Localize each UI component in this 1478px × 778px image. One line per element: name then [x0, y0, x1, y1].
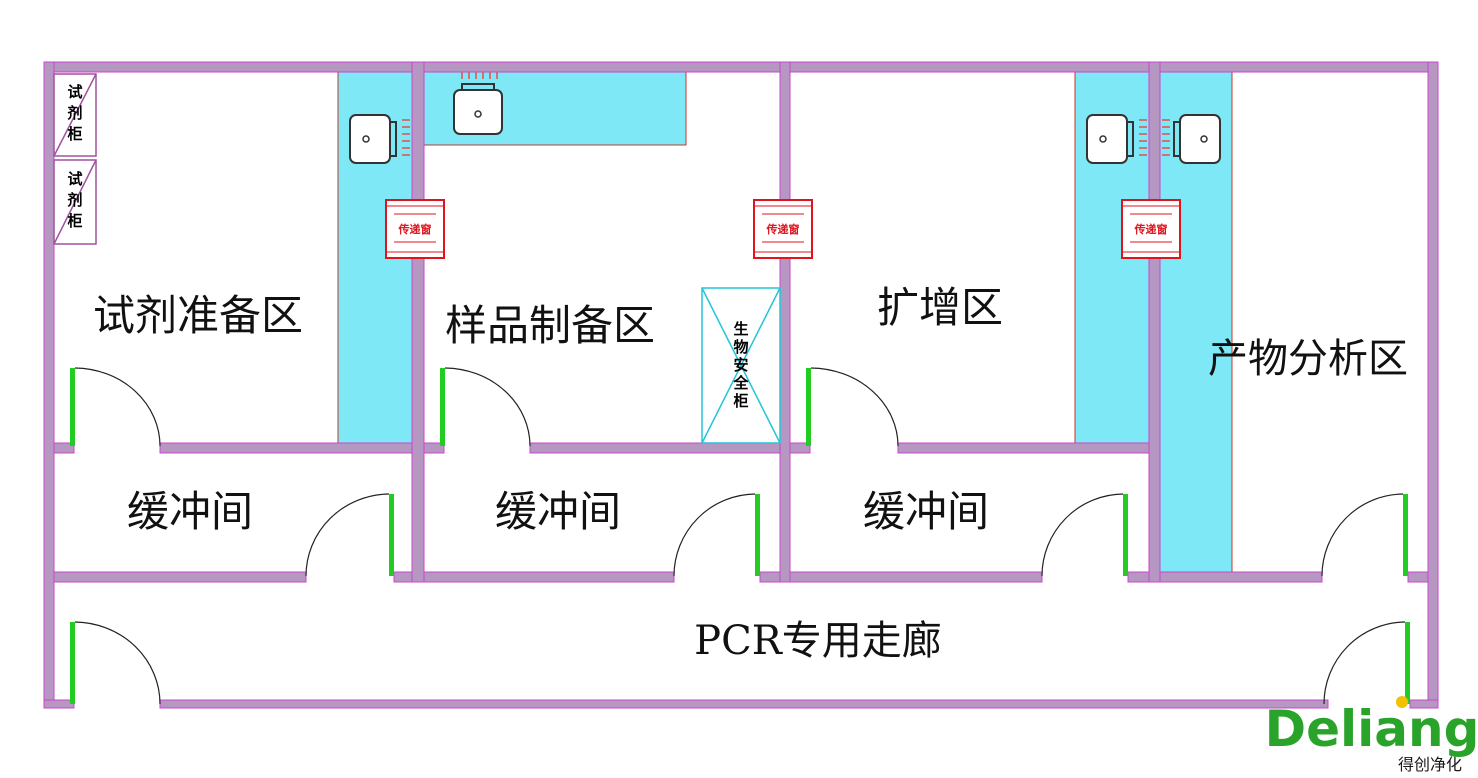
wall-buffer-corridor-2a [423, 571, 675, 583]
wall-buffer-corridor-1a [53, 571, 307, 583]
wall-buffer-corridor-4a [1159, 571, 1323, 583]
wall-room-buffer-3b [897, 442, 1150, 454]
wall-room-buffer-3a [789, 442, 811, 454]
bio-safety-cabinet: 生 物 安 全 柜 [701, 287, 781, 444]
door-reagent-room [70, 367, 161, 447]
reagent-cabinet-2-char-3: 柜 [66, 212, 82, 230]
door-buffer-2 [673, 493, 760, 577]
wall-vertical-3 [1148, 61, 1161, 583]
sink-sample [453, 72, 503, 135]
label-reagent-prep-zone: 试剂准备区 [93, 291, 303, 340]
door-product-room [1321, 493, 1408, 577]
door-buffer-3 [1041, 493, 1128, 577]
wall-buffer-corridor-2b [759, 571, 781, 583]
label-amplification-zone: 扩增区 [877, 283, 1003, 332]
label-buffer-3: 缓冲间 [863, 487, 989, 536]
reagent-cabinet-1-char-3: 柜 [66, 125, 82, 143]
wall-room-buffer-1b [159, 442, 413, 454]
logo-main-text: Deliang [1265, 700, 1478, 758]
wall-buffer-corridor-3b [1127, 571, 1150, 583]
reagent-cabinet-1-char-2: 剂 [67, 104, 82, 122]
bio-cabinet-char-5: 柜 [732, 392, 748, 410]
wall-room-buffer-1a [53, 442, 75, 454]
wall-buffer-corridor-3a [789, 571, 1043, 583]
door-amplification-room [806, 367, 899, 447]
bio-cabinet-char-2: 物 [733, 338, 748, 356]
label-buffer-2: 缓冲间 [495, 487, 621, 536]
pass-box-1-label: 传递窗 [398, 222, 432, 236]
door-corridor-right [1323, 621, 1410, 705]
wall-outer-left [43, 61, 55, 709]
doors [70, 367, 1410, 705]
wall-buffer-corridor-4b [1407, 571, 1429, 583]
label-pcr-corridor: PCR专用走廊 [694, 618, 942, 664]
bio-cabinet-char-3: 安 [733, 356, 748, 374]
wall-vertical-2 [779, 61, 791, 583]
wall-outer-right [1427, 61, 1439, 709]
door-corridor-left [70, 621, 161, 705]
pass-box-2: 传递窗 [753, 199, 813, 259]
wall-room-buffer-2a [423, 442, 445, 454]
door-buffer-1 [305, 493, 394, 577]
wall-outer-bottom-left [43, 699, 75, 709]
sink-product [1162, 114, 1221, 164]
bio-cabinet-char-4: 全 [732, 374, 749, 392]
pass-box-1: 传递窗 [385, 199, 445, 259]
wall-buffer-corridor-1b [393, 571, 413, 583]
reagent-cabinet-1: 试 剂 柜 [53, 73, 97, 157]
wall-room-buffer-2b [529, 442, 781, 454]
label-sample-prep-zone: 样品制备区 [445, 301, 655, 350]
logo-dot-icon [1396, 696, 1408, 708]
pass-box-3: 传递窗 [1121, 199, 1181, 259]
deliang-logo: Deliang 得创净化 [1265, 696, 1478, 774]
label-product-analysis-zone: 产物分析区 [1208, 336, 1408, 382]
wall-vertical-1 [411, 61, 425, 583]
logo-sub-text: 得创净化 [1398, 755, 1462, 774]
reagent-cabinet-1-char-1: 试 [67, 83, 82, 101]
reagent-cabinet-2: 试 剂 柜 [53, 159, 97, 245]
pass-box-2-label: 传递窗 [766, 222, 800, 236]
reagent-cabinet-2-char-1: 试 [67, 170, 82, 188]
pass-box-3-label: 传递窗 [1134, 222, 1168, 236]
wall-outer-bottom-main [159, 699, 1329, 709]
door-sample-room [440, 367, 531, 447]
reagent-cabinet-2-char-2: 剂 [67, 191, 82, 209]
label-buffer-1: 缓冲间 [127, 487, 253, 536]
sink-reagent [349, 114, 410, 164]
sink-amplification [1086, 114, 1147, 164]
wall-outer-top [43, 61, 1439, 73]
bio-cabinet-char-1: 生 [733, 320, 748, 338]
